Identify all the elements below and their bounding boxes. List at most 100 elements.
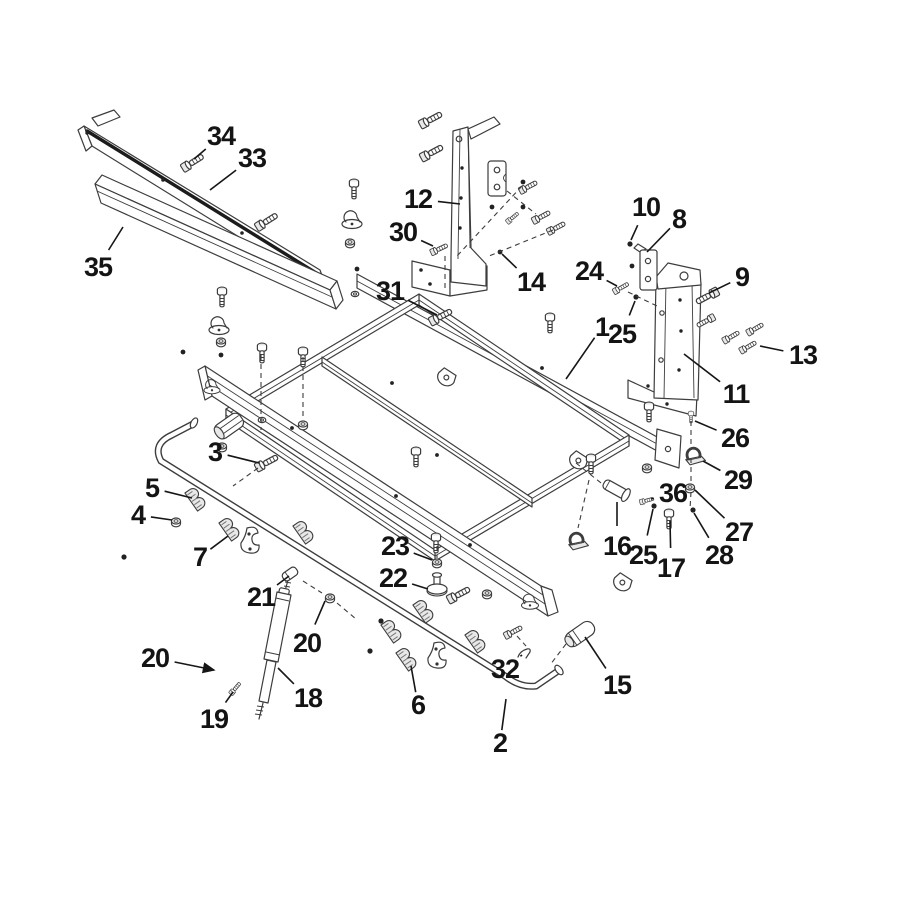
part-bracket-12: [411, 116, 501, 297]
callout-leader-7: [209, 535, 229, 550]
callout-number-15: 15: [603, 670, 632, 700]
nut-icon: [431, 558, 443, 569]
callout-number-7: 7: [193, 542, 207, 572]
callout-leader-4: [150, 516, 173, 521]
nut-icon: [170, 517, 182, 528]
callout-number-20: 20: [141, 643, 169, 673]
callout-leader-27: [694, 489, 726, 519]
part-clevis-pin: [602, 479, 631, 503]
callout-number-32: 32: [491, 654, 519, 684]
nut-icon: [215, 337, 227, 348]
callout-leader-19: [224, 691, 234, 704]
callout-number-36: 36: [659, 478, 688, 508]
callout-number-31: 31: [376, 276, 405, 306]
callout-number-8: 8: [672, 204, 687, 234]
callout-number-17: 17: [657, 553, 685, 583]
callout-leader-33: [209, 169, 237, 191]
callout-number-30: 30: [389, 217, 417, 247]
callout-number-10: 10: [632, 192, 660, 222]
callout-leader-34: [193, 148, 207, 160]
callout-number-27: 27: [725, 517, 753, 547]
callout-leader-9: [708, 281, 731, 294]
callout-leader-20: [174, 661, 216, 674]
callout-number-29: 29: [724, 465, 753, 495]
part-gas-strut: [254, 579, 292, 720]
callout-number-34: 34: [207, 121, 236, 151]
callout-leader-36: [650, 497, 654, 500]
callout-number-23: 23: [381, 531, 410, 561]
callout-number-19: 19: [200, 704, 229, 734]
assembly-dashed-lines: [232, 185, 692, 666]
callout-number-5: 5: [145, 473, 160, 503]
callout-leader-31: [407, 299, 438, 316]
callout-number-16: 16: [603, 531, 632, 561]
callout-number-4: 4: [131, 500, 146, 530]
callout-number-3: 3: [208, 437, 223, 467]
part-spacer-tube: [213, 412, 245, 440]
callout-leader-30: [420, 239, 434, 247]
callout-leader-23: [413, 552, 433, 561]
callout-number-26: 26: [721, 423, 750, 453]
callout-leader-8: [646, 227, 671, 253]
callout-leader-25: [646, 508, 654, 536]
callout-leader-1: [565, 337, 596, 380]
part-bent-tube: [154, 417, 564, 690]
callout-leader-11: [683, 353, 721, 383]
callout-leader-6: [410, 665, 417, 693]
part-sleeve: [564, 620, 596, 648]
callout-number-12: 12: [404, 184, 432, 214]
callout-number-25: 25: [608, 319, 637, 349]
callout-number-9: 9: [735, 262, 750, 292]
callout-number-20: 20: [293, 628, 321, 658]
callout-leader-20: [314, 600, 326, 625]
callout-leader-28: [693, 512, 710, 539]
callout-number-14: 14: [517, 267, 546, 297]
callout-leader-17: [669, 520, 672, 549]
callout-leader-26: [694, 420, 717, 431]
hardware-dots: [121, 179, 696, 654]
callout-leader-12: [437, 200, 461, 205]
nut-icon: [324, 593, 336, 604]
nut-icon: [641, 463, 653, 474]
callout-number-21: 21: [247, 582, 276, 612]
callout-leader-24: [606, 279, 618, 287]
part-cotter-pin: [517, 648, 531, 659]
callout-number-2: 2: [493, 728, 507, 758]
callout-leader-10: [630, 224, 639, 241]
nut-icon: [297, 420, 309, 431]
callout-number-13: 13: [789, 340, 818, 370]
callout-leader-25: [628, 300, 636, 316]
callout-number-1: 1: [595, 312, 610, 342]
callout-number-11: 11: [723, 379, 751, 409]
washer-icon: [257, 416, 267, 424]
callout-leader-32: [519, 654, 523, 657]
part-foot-22: [426, 572, 448, 597]
callout-leader-22: [411, 583, 429, 590]
callout-number-18: 18: [294, 683, 323, 713]
nut-icon: [344, 238, 356, 249]
callout-leader-21: [276, 575, 290, 586]
callout-leader-5: [164, 490, 193, 499]
callout-leader-15: [584, 636, 607, 669]
part-bracket-11: [627, 262, 702, 417]
callout-leader-2: [501, 698, 507, 731]
callout-leader-13: [759, 345, 784, 352]
callout-number-28: 28: [705, 540, 734, 570]
callout-leader-35: [107, 226, 124, 251]
callout-leader-14: [501, 253, 518, 269]
callout-number-24: 24: [575, 256, 604, 286]
callout-leader-18: [277, 667, 295, 685]
callout-number-25: 25: [629, 540, 658, 570]
callout-number-22: 22: [379, 563, 407, 593]
callout-number-33: 33: [238, 143, 267, 173]
callout-leader-3: [227, 454, 260, 464]
callout-leader-29: [702, 460, 721, 472]
washer-icon: [350, 290, 360, 298]
part-spacer-block: [487, 160, 507, 197]
callout-number-6: 6: [411, 690, 426, 720]
nut-icon: [481, 589, 493, 600]
callout-number-35: 35: [84, 252, 113, 282]
